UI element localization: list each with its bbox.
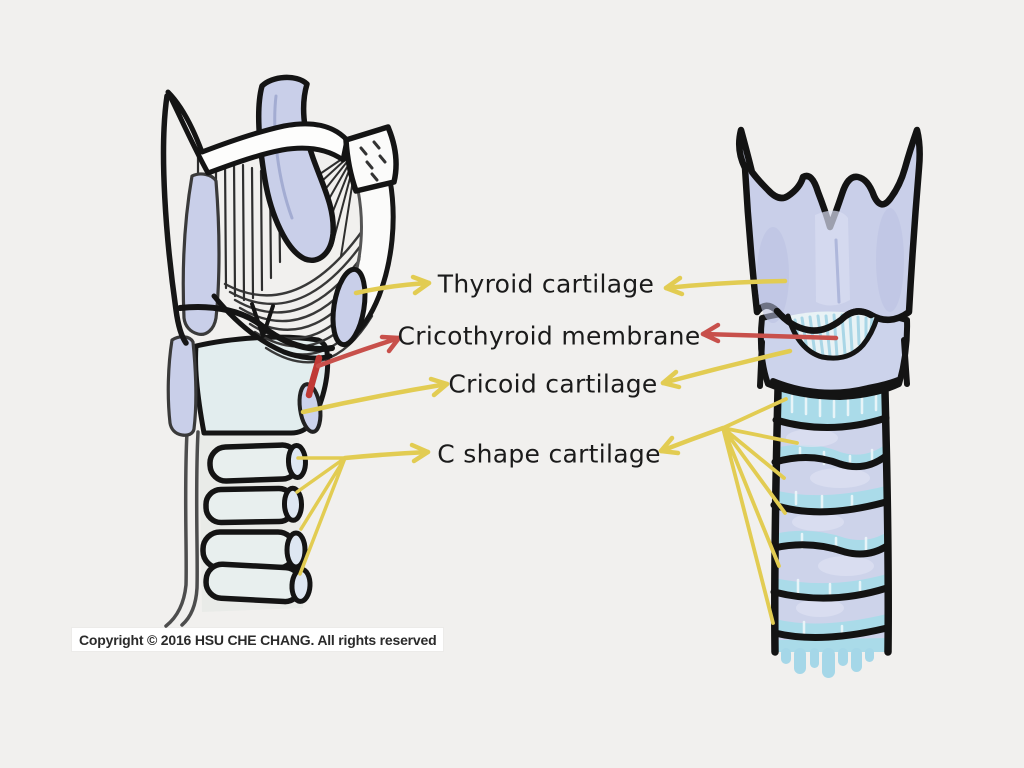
cshape-fan-left — [295, 442, 431, 576]
trachea-ring-lines — [770, 414, 891, 641]
thyroid-arrow-right — [663, 275, 788, 297]
trachea-rings-lateral — [200, 442, 313, 605]
thyroid-arrow-left — [353, 274, 432, 296]
label-c-shape-cartilage: C shape cartilage — [437, 439, 661, 469]
cricoid-arrow-left — [300, 376, 450, 415]
annotation-arrows — [295, 274, 839, 625]
cricoid-arrow-right — [660, 348, 793, 390]
cricothyroid-site-mark — [305, 354, 323, 399]
label-cricoid-cartilage: Cricoid cartilage — [448, 369, 658, 399]
lateral-view-figure — [160, 74, 399, 628]
epiglottis-shape — [255, 74, 336, 263]
cricothyroid-arrow-right — [700, 322, 839, 344]
muscle-hatching-fan — [309, 147, 359, 257]
superior-cornu-plate — [343, 124, 399, 194]
copyright-bar: Copyright © 2016 HSU CHE CHANG. All righ… — [72, 628, 444, 651]
label-cricothyroid-membrane: Cricothyroid membrane — [397, 321, 701, 351]
trachea-bottom-drips — [781, 648, 874, 678]
inferior-cornu-oval — [330, 266, 368, 348]
copyright-text: Copyright © 2016 HSU CHE CHANG. All righ… — [79, 631, 437, 648]
cshape-fan-right — [658, 397, 799, 625]
label-thyroid-cartilage: Thyroid cartilage — [437, 269, 655, 299]
cricothyroid-arrow-left — [315, 334, 402, 369]
